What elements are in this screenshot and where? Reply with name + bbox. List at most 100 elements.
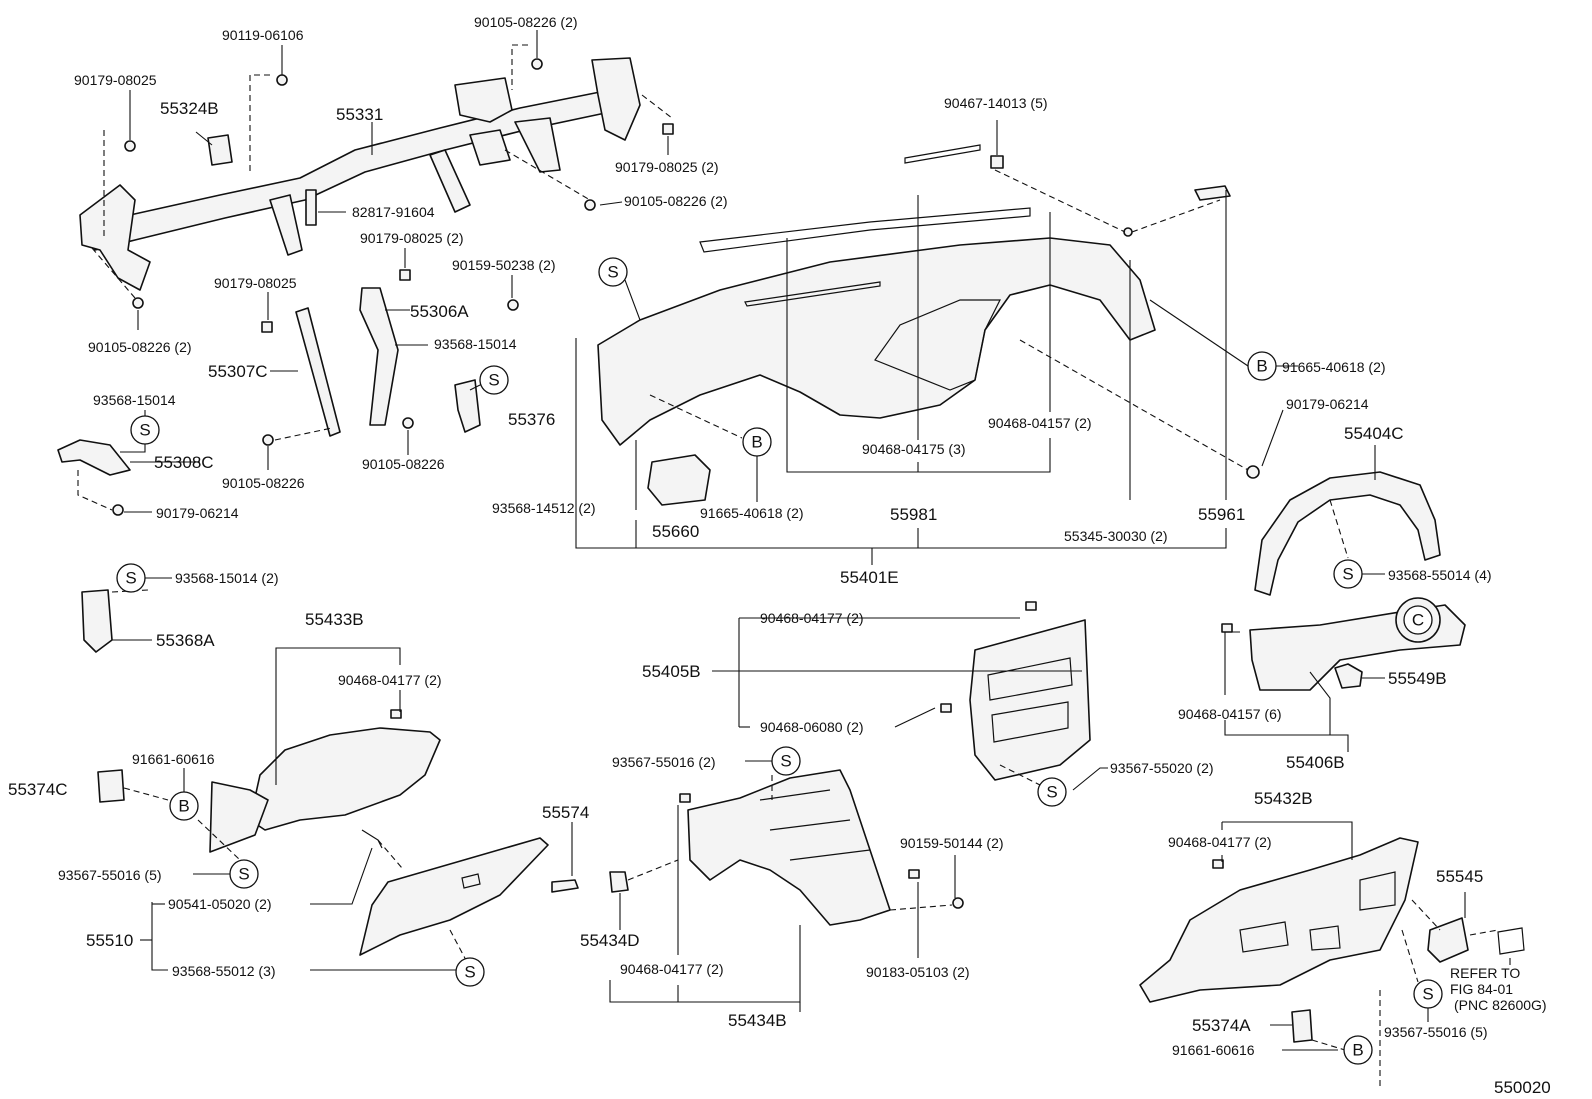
label-90468-04177-2-b: 90468-04177 (2) [760,610,864,626]
fastener [1221,623,1233,633]
label-91661-60616-b: 91661-60616 [1172,1042,1255,1058]
label-55406B: 55406B [1286,753,1345,772]
leader-line [1411,899,1441,931]
label-93567-55016-5-b: 93567-55016 (5) [1384,1024,1488,1040]
label-55574: 55574 [542,803,589,822]
hinge-55374A [1291,1009,1313,1043]
label-90159-50144-2: 90159-50144 (2) [900,835,1004,851]
svg-text:S: S [607,263,618,282]
label-90179-08025-a: 90179-08025 [74,72,157,88]
figure-code: 550020 [1494,1078,1551,1097]
beam-column-bracket [454,77,513,123]
leader-line [1131,199,1221,233]
leader-line [627,859,679,881]
panel-top-trim [699,207,1031,253]
label-55432B: 55432B [1254,789,1313,808]
glove-box-door-55510 [359,837,549,956]
leader-line [999,764,1041,786]
label-90105-08226-2-top: 90105-08226 (2) [474,14,578,30]
bracket-55376 [454,379,481,433]
label-90467-14013-5: 90467-14013 (5) [944,95,1048,111]
label-90105-08226-2-mid: 90105-08226 (2) [624,193,728,209]
fastener [1123,227,1133,237]
leader-line [511,44,528,90]
svg-text:S: S [238,865,249,884]
label-90468-06080-2: 90468-06080 (2) [760,719,864,735]
panel-strip-90467 [904,144,981,164]
svg-text:B: B [178,797,189,816]
label-55324B: 55324B [160,99,219,118]
label-55374A: 55374A [1192,1016,1251,1035]
cover-55545 [1427,917,1469,963]
leader-line [1261,409,1284,467]
label-refer-1: REFER TO [1450,965,1520,981]
fastener [584,199,596,211]
beam-center-brace-3 [514,117,561,173]
marker-c: C [1403,605,1433,635]
fastener [662,123,674,135]
fastener [990,155,1004,169]
label-90159-50238-2: 90159-50238 (2) [452,257,556,273]
leader-line [1072,767,1108,791]
label-55308C: 55308C [154,453,214,472]
leader-line [195,131,213,146]
leader-line [624,279,641,321]
label-90119-06106: 90119-06106 [222,27,304,43]
svg-text:S: S [139,421,150,440]
label-55510: 55510 [86,931,133,950]
label-90468-04177-2-c: 90468-04177 (2) [620,961,724,977]
markers: S S S B B S S B S S S S C S B [116,257,1443,1065]
fastener [402,417,414,429]
fastener [507,299,519,311]
marker-b: B [1343,1035,1373,1065]
label-55401E: 55401E [840,568,899,587]
fastener [276,74,288,86]
label-55660: 55660 [652,522,699,541]
lower-panel-55432B [1139,837,1419,1003]
label-refer-3: (PNC 82600G) [1454,997,1547,1013]
fasteners [112,58,1260,909]
label-55306A: 55306A [410,302,469,321]
label-93568-14512-2: 93568-14512 (2) [492,500,596,516]
marker-b: B [742,427,772,457]
label-90105-08226-a: 90105-08226 [222,475,305,491]
part-labels: 90119-06106 90105-08226 (2) 90179-08025 … [8,14,1551,1097]
label-55374C: 55374C [8,780,68,799]
marker-s: S [1413,979,1443,1009]
label-90468-04175-3: 90468-04175 (3) [862,441,966,457]
label-93568-55014-4: 93568-55014 (4) [1388,567,1492,583]
label-90179-06214-right: 90179-06214 [1286,396,1369,412]
leader-line [1149,299,1249,367]
leader-line [111,589,149,593]
bracket-55368A [81,589,113,653]
leader-line [641,94,673,119]
leader-line [1401,929,1419,983]
label-55549B: 55549B [1388,669,1447,688]
marker-s: S [229,859,259,889]
leader-line [1329,499,1349,559]
leader-line [649,394,743,439]
leader-lines [77,30,1511,1090]
center-cluster-panel-openings [987,657,1073,743]
panel-speaker-cover [1194,185,1231,201]
fastener [261,321,273,333]
beam-center-brace-2 [469,129,511,166]
center-lower-panel-55434B [687,769,891,926]
label-93568-15014-2: 93568-15014 (2) [175,570,279,586]
label-93567-55016-2: 93567-55016 (2) [612,754,716,770]
leader-line [449,929,468,963]
svg-text:S: S [1422,985,1433,1004]
label-93568-55012-3: 93568-55012 (3) [172,963,276,979]
bracket-55324B [207,134,233,166]
brace-55306A [359,287,399,426]
marker-s: S [116,563,146,593]
leader-line [77,470,113,511]
label-93568-15014-mid: 93568-15014 [434,336,517,352]
hinge-55374C [97,769,125,803]
label-55433B: 55433B [305,610,364,629]
lower-panel-55432B-openings [1239,871,1396,953]
bracket-55308C [57,439,131,476]
leader-line [1222,821,1353,860]
fastener [399,269,411,281]
glove-box-door-latch [461,873,481,889]
